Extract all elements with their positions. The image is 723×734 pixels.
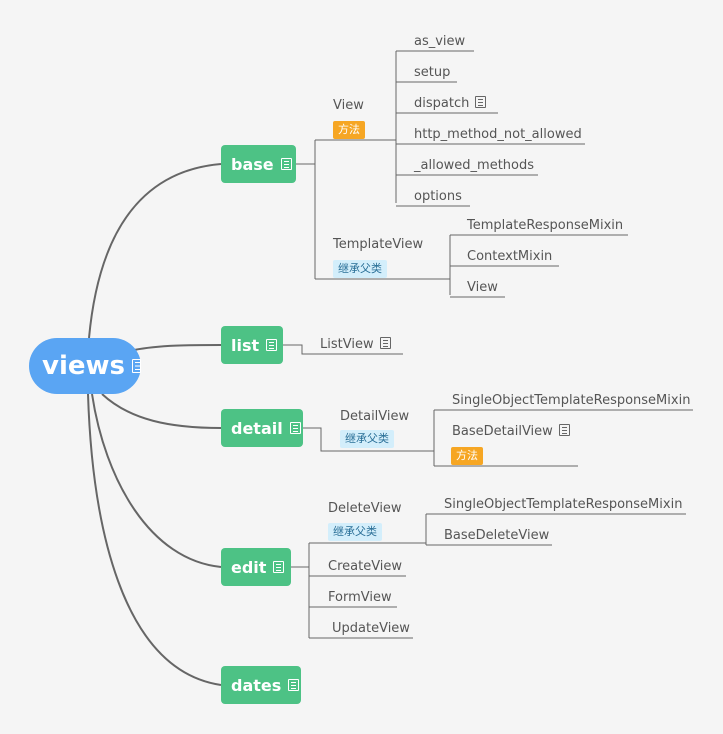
node-method[interactable]: options bbox=[414, 189, 462, 204]
node-method[interactable]: _allowed_methods bbox=[414, 158, 535, 173]
branch-label: detail bbox=[231, 418, 283, 438]
note-icon[interactable] bbox=[288, 679, 300, 691]
connector-root-base bbox=[88, 163, 222, 339]
tag-inherit: 继承父类 bbox=[328, 523, 382, 541]
node-method[interactable]: setup bbox=[414, 65, 451, 80]
note-icon[interactable] bbox=[289, 422, 301, 434]
parent-label: BaseDetailView bbox=[452, 424, 553, 439]
connector-root-list bbox=[133, 344, 222, 351]
branch-dates[interactable]: dates bbox=[221, 666, 301, 704]
branch-edit[interactable]: edit bbox=[221, 548, 291, 586]
tag-method: 方法 bbox=[451, 447, 483, 465]
root-node-views[interactable]: views bbox=[29, 338, 141, 394]
note-icon[interactable] bbox=[558, 424, 570, 436]
branch-label: list bbox=[231, 335, 260, 355]
tag-inherit: 继承父类 bbox=[333, 260, 387, 278]
node-parent[interactable]: ContextMixin bbox=[467, 249, 553, 264]
node-template-view[interactable]: TemplateView bbox=[333, 237, 424, 252]
node-parent[interactable]: SingleObjectTemplateResponseMixin bbox=[444, 497, 683, 512]
node-parent[interactable]: View bbox=[467, 280, 498, 295]
branch-label: base bbox=[231, 154, 274, 174]
node-method[interactable]: http_method_not_allowed bbox=[414, 127, 582, 142]
branch-list[interactable]: list bbox=[221, 326, 283, 364]
node-detail-view[interactable]: DetailView bbox=[340, 409, 410, 424]
node-parent[interactable]: SingleObjectTemplateResponseMixin bbox=[452, 393, 691, 408]
connector-root-dates bbox=[87, 393, 222, 686]
note-icon[interactable] bbox=[132, 359, 141, 373]
node-update-view[interactable]: UpdateView bbox=[332, 621, 410, 636]
list-view-label: ListView bbox=[320, 337, 374, 352]
branch-base[interactable]: base bbox=[221, 145, 296, 183]
note-icon[interactable] bbox=[273, 561, 285, 573]
node-view[interactable]: View bbox=[333, 98, 364, 113]
node-method[interactable]: dispatch bbox=[414, 96, 487, 112]
note-icon[interactable] bbox=[379, 337, 391, 349]
node-parent[interactable]: TemplateResponseMixin bbox=[467, 218, 624, 233]
node-method[interactable]: as_view bbox=[414, 34, 466, 49]
note-icon[interactable] bbox=[266, 339, 278, 351]
connector-root-edit bbox=[91, 393, 222, 568]
node-list-view[interactable]: ListView bbox=[320, 337, 391, 353]
connector-root-detail bbox=[101, 393, 222, 429]
node-form-view[interactable]: FormView bbox=[328, 590, 392, 605]
tag-inherit: 继承父类 bbox=[340, 430, 394, 448]
node-delete-view[interactable]: DeleteView bbox=[328, 501, 402, 516]
branch-label: dates bbox=[231, 675, 282, 695]
note-icon[interactable] bbox=[280, 158, 292, 170]
method-label: dispatch bbox=[414, 96, 470, 111]
node-create-view[interactable]: CreateView bbox=[328, 559, 403, 574]
note-icon[interactable] bbox=[475, 96, 487, 108]
tag-method: 方法 bbox=[333, 121, 365, 139]
branch-detail[interactable]: detail bbox=[221, 409, 303, 447]
node-parent[interactable]: BaseDeleteView bbox=[444, 528, 550, 543]
root-label: views bbox=[42, 351, 125, 381]
node-parent[interactable]: BaseDetailView bbox=[452, 424, 570, 440]
branch-label: edit bbox=[231, 557, 267, 577]
